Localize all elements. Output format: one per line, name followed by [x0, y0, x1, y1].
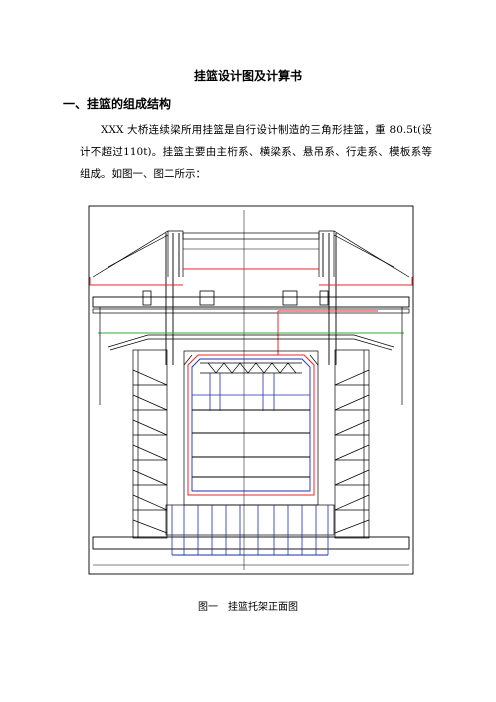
side-truss-right	[334, 349, 370, 539]
side-truss-left	[132, 349, 168, 539]
section-heading: 一、挂篮的组成结构	[63, 97, 172, 111]
document-title: 挂篮设计图及计算书	[193, 69, 302, 83]
figure-caption: 图一 挂篮托架正面图	[198, 602, 298, 613]
body-paragraph: XXX 大桥连续梁所用挂篮是自行设计制造的三角形挂篮，重 80.5t(设计不超过…	[80, 124, 432, 180]
cradle-elevation-drawing	[88, 205, 414, 575]
box-girder-section	[183, 350, 319, 506]
top-truss-left	[92, 230, 184, 278]
top-truss-right	[318, 230, 410, 278]
